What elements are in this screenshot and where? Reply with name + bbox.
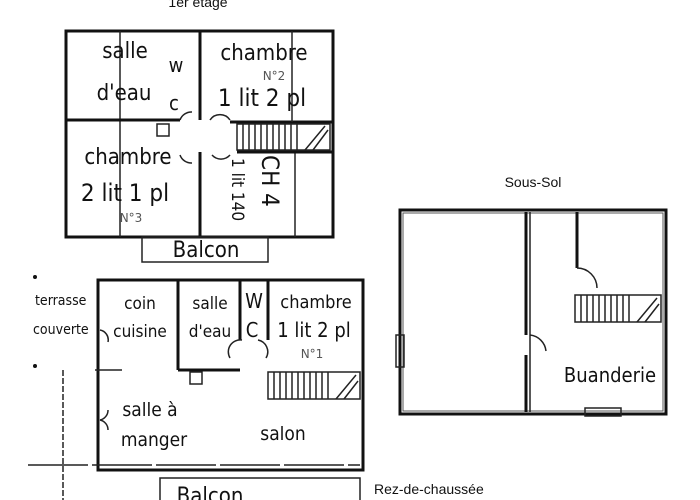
room-label: c [169,91,179,115]
room-label: CH 4 [256,155,284,207]
basement-plan: Sous-Sol Buanderie [395,174,668,417]
room-label: salon [260,423,305,445]
room-label: 2 lit 1 pl [81,179,169,207]
first-floor-title: 1er étage [168,0,227,10]
room-label: manger [121,429,188,451]
room-label: salle [102,39,148,64]
room-label: cuisine [113,322,167,342]
door-icon [529,267,598,352]
room-label: salle à [122,399,177,421]
basement-inner-outline [402,212,664,412]
window-icon [584,407,622,417]
basement-title: Sous-Sol [505,174,562,190]
marker [33,275,37,279]
door-icon [99,329,269,431]
room-label: Buanderie [564,363,656,387]
balcony [159,477,361,500]
door-icon [179,111,231,164]
room-label: chambre [280,292,351,313]
marker [33,364,37,368]
room-label: chambre [220,41,307,66]
basement-outline [398,208,668,416]
chimney-icon [156,123,170,137]
window-icon [395,334,405,368]
room-label: d'eau [97,81,152,106]
room-label: W [245,289,263,313]
room-label: C [246,318,259,342]
room-number: N°3 [120,211,143,225]
room-label: w [169,53,184,77]
room-label: salle [192,294,227,314]
room-label: 1 lit 2 pl [218,84,306,112]
ground-floor-title: Rez-de-chaussée [374,481,484,497]
room-label: couverte [33,322,89,338]
room-label: 1 lit 2 pl [277,318,351,342]
ground-floor-plan: terrasse couverte coin cuisine salle d'e… [28,275,484,500]
room-label: Balcon [173,238,240,263]
room-label: terrasse [35,293,87,309]
room-label: Balcon [177,484,244,500]
first-floor-plan: 1er étage salle d'eau w c chambre N°2 1 … [64,0,335,263]
room-label: d'eau [189,322,231,342]
balcony [141,236,269,263]
room-number: N°2 [263,69,286,83]
staircase-icon [236,123,331,151]
room-label: 1 lit 140 [227,158,247,221]
chimney-icon [189,371,203,385]
room-number: N°1 [301,347,324,361]
ground-floor-outline [96,278,365,472]
room-label: chambre [84,145,171,170]
staircase-icon [267,371,361,400]
room-label: coin [124,294,156,314]
staircase-icon [574,294,662,323]
